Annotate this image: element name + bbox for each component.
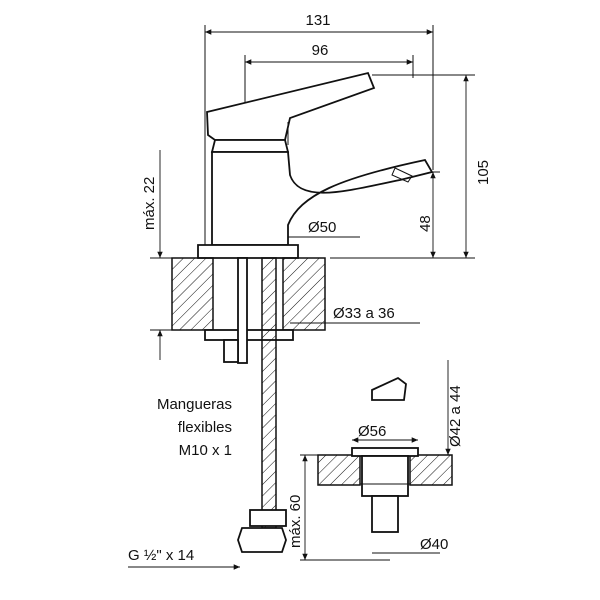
dim-hole-diameter: Ø33 a 36 [333, 305, 395, 322]
thread-label: G ½" x 14 [128, 547, 194, 564]
threaded-rod [223, 257, 248, 364]
dim-131: 131 [305, 12, 330, 29]
dimension-lines [128, 29, 469, 570]
dim-drain-flange: Ø56 [358, 423, 386, 440]
dim-105: 105 [475, 160, 492, 185]
dim-96: 96 [312, 42, 329, 59]
counter-slab [171, 257, 326, 341]
dim-48: 48 [417, 215, 434, 232]
drain-assembly [300, 360, 453, 561]
dim-max-22: máx. 22 [141, 177, 158, 230]
dim-drain-hole: Ø42 a 44 [447, 385, 464, 447]
hose-label-3: M10 x 1 [179, 442, 232, 459]
hose-label-2: flexibles [178, 419, 232, 436]
hose-label-1: Mangueras [157, 396, 232, 413]
dim-drain-tail: Ø40 [420, 536, 448, 553]
dim-base-diameter: Ø50 [308, 219, 336, 236]
flexible-hose [237, 257, 287, 553]
dim-drain-depth: máx. 60 [287, 495, 304, 548]
